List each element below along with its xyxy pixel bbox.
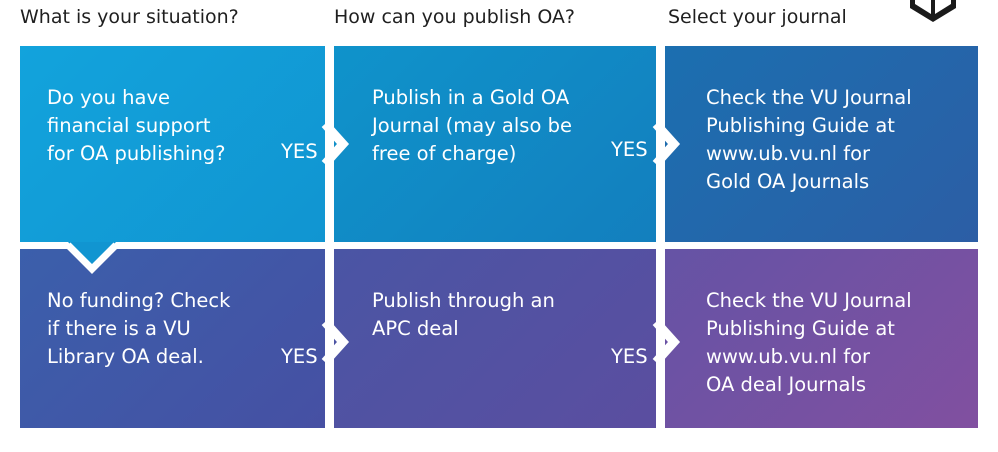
cell-text-line: www.ub.vu.nl for [706, 345, 871, 368]
cell-text-line: OA deal Journals [706, 373, 867, 396]
cell-text-line: if there is a VU [47, 317, 191, 340]
cell-text-line: Publish in a Gold OA [372, 86, 570, 109]
cell-situation-funded: Do you have financial support for OA pub… [20, 46, 325, 242]
cell-text-line: Publishing Guide at [706, 317, 895, 340]
cell-text-line: APC deal [372, 317, 459, 340]
cell-text-line: Check the VU Journal [706, 86, 912, 109]
header-publish: How can you publish OA? [334, 6, 576, 28]
cell-journal-oa-deal: Check the VU Journal Publishing Guide at… [665, 249, 978, 428]
cell-text-line: www.ub.vu.nl for [706, 142, 871, 165]
cell-text-line: free of charge) [372, 142, 517, 165]
cell-publish-gold: Publish in a Gold OA Journal (may also b… [334, 46, 656, 242]
cell-situation-no-funding: No funding? Check if there is a VU Libra… [20, 249, 325, 428]
cell-journal-gold: Check the VU Journal Publishing Guide at… [665, 46, 978, 242]
cell-text-line: financial support [47, 114, 211, 137]
header-situation: What is your situation? [20, 6, 239, 28]
cell-text-line: Gold OA Journals [706, 170, 870, 193]
cell-text-line: Journal (may also be [372, 114, 572, 137]
yes-label: YES [281, 345, 318, 368]
book-icon [910, 0, 956, 22]
cell-text-line: Check the VU Journal [706, 289, 912, 312]
header-journal: Select your journal [668, 6, 847, 28]
cell-text-line: No funding? Check [47, 289, 231, 312]
cell-text-line: Publish through an [372, 289, 555, 312]
yes-label: YES [281, 140, 318, 163]
yes-label: YES [611, 345, 648, 368]
yes-label: YES [611, 138, 648, 161]
cell-text-line: Publishing Guide at [706, 114, 895, 137]
cell-text-line: for OA publishing? [47, 142, 226, 165]
cell-text-line: Do you have [47, 86, 171, 109]
cell-publish-apc: Publish through an APC deal [334, 249, 656, 428]
cell-text-line: Library OA deal. [47, 345, 204, 368]
